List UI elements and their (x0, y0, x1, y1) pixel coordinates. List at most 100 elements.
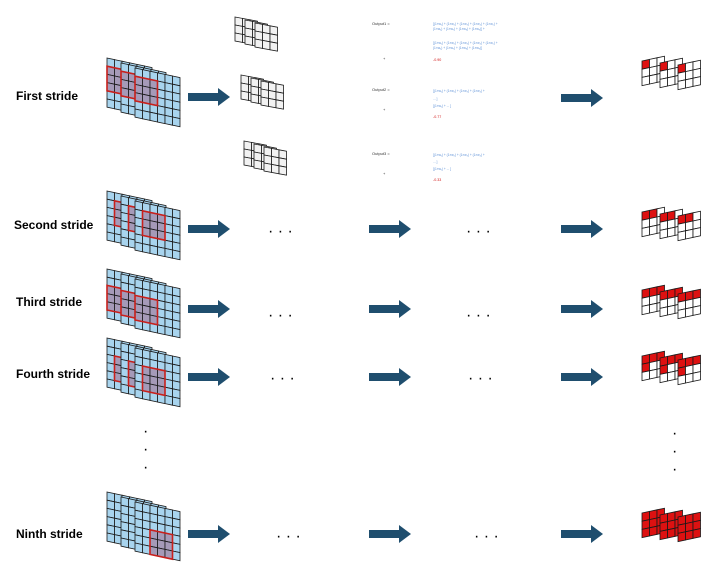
vertical-ellipsis: · (672, 425, 677, 442)
grid-cell (262, 39, 271, 51)
arrow-shaft (561, 530, 592, 538)
arrow-head (591, 220, 603, 238)
arrow-icon (188, 220, 230, 238)
row-label-fourth: Fourth stride (16, 367, 90, 381)
arrow-icon (188, 368, 230, 386)
grid-cell (172, 550, 181, 562)
grid-cell (164, 394, 173, 406)
equation-line: [(1×w₁) + (1×w₂) + (1×w₃) + (1×w₄) + (433, 89, 485, 93)
arrow-icon (561, 89, 603, 107)
grid-cell (667, 304, 676, 316)
equation-line: (1×w₆) + (1×w₇) + (1×w₈) + (1×w₉)] (433, 46, 482, 50)
output-channel (641, 284, 665, 316)
grid-cell (240, 90, 249, 101)
grid-cell (134, 542, 143, 554)
grid-cell (677, 531, 686, 543)
grid-cell (692, 305, 701, 316)
grid-cell (254, 38, 263, 49)
grid-cell (649, 368, 658, 380)
output-map-0 (641, 55, 701, 91)
grid-cell (149, 244, 158, 256)
kernel-channel (263, 146, 287, 176)
grid-cell (649, 302, 658, 314)
grid-cell (172, 249, 181, 261)
kernel-1 (240, 74, 284, 110)
grid-cell (275, 99, 284, 110)
grid-cell (244, 35, 253, 46)
arrow-shaft (561, 373, 592, 381)
arrow-head (218, 220, 230, 238)
vertical-ellipsis: · (143, 459, 148, 476)
grid-cell (172, 116, 181, 128)
arrow-icon (188, 88, 230, 106)
ellipsis: · · · (474, 528, 499, 545)
ellipsis: · · · (466, 223, 491, 240)
grid-cell (120, 103, 129, 115)
equation-line: (1×w₆) + (1×w₇) + (1×w₈) + (1×w₉)] + (433, 27, 485, 31)
grid-cell (659, 228, 668, 240)
grid-cell (677, 374, 686, 386)
arrow-icon (561, 220, 603, 238)
arrow-icon (561, 300, 603, 318)
grid-cell (142, 110, 151, 121)
arrow-head (218, 300, 230, 318)
grid-cell (677, 308, 686, 320)
grid-cell (692, 371, 701, 382)
equation-name: Output2 = (372, 87, 390, 92)
grid-cell (692, 76, 701, 87)
ellipsis: · · · (468, 370, 493, 387)
vertical-ellipsis: · (143, 441, 148, 458)
arrow-icon (188, 300, 230, 318)
grid-cell (641, 75, 650, 87)
arrow-shaft (369, 225, 400, 233)
equation-line: ... ] (433, 97, 438, 101)
grid-cell (134, 108, 143, 120)
grid-cell (685, 529, 694, 541)
input-channel (134, 278, 181, 339)
output-channel (677, 511, 701, 543)
grid-cell (692, 227, 701, 238)
grid-cell (659, 77, 668, 89)
input-volume-3 (106, 337, 181, 408)
ellipsis: · · · (270, 370, 295, 387)
grid-cell (106, 98, 115, 110)
grid-cell (172, 327, 181, 339)
input-volume-0 (106, 57, 181, 128)
arrow-icon (369, 368, 411, 386)
grid-cell (134, 241, 143, 253)
equation-name: Output3 = (372, 151, 390, 156)
grid-cell (677, 79, 686, 91)
grid-cell (164, 325, 173, 337)
grid-cell (667, 75, 676, 87)
grid-cell (649, 73, 658, 85)
grid-cell (268, 97, 277, 109)
arrow-head (399, 368, 411, 386)
input-channel (134, 501, 181, 562)
grid-cell (164, 114, 173, 126)
arrow-head (218, 368, 230, 386)
grid-cell (106, 378, 115, 390)
receptive-field-window (141, 209, 166, 242)
grid-cell (243, 156, 252, 167)
input-channel (134, 347, 181, 408)
arrow-shaft (188, 93, 219, 101)
grid-cell (667, 370, 676, 382)
arrow-head (591, 300, 603, 318)
grid-cell (134, 388, 143, 400)
arrow-icon (188, 525, 230, 543)
output-map-1 (641, 206, 701, 242)
equation-result: -0.90 (433, 58, 441, 62)
grid-cell (649, 224, 658, 236)
arrow-head (399, 220, 411, 238)
kernel-stack (234, 16, 287, 176)
arrow-shaft (188, 305, 219, 313)
output-channel (677, 288, 701, 320)
grid-cell (685, 77, 694, 89)
arrow-head (218, 525, 230, 543)
grid-cell (253, 159, 262, 170)
arrow-shaft (188, 225, 219, 233)
arrow-icon (369, 525, 411, 543)
ellipsis: · · · (276, 528, 301, 545)
input-volume-2 (106, 268, 181, 339)
arrow-head (399, 525, 411, 543)
